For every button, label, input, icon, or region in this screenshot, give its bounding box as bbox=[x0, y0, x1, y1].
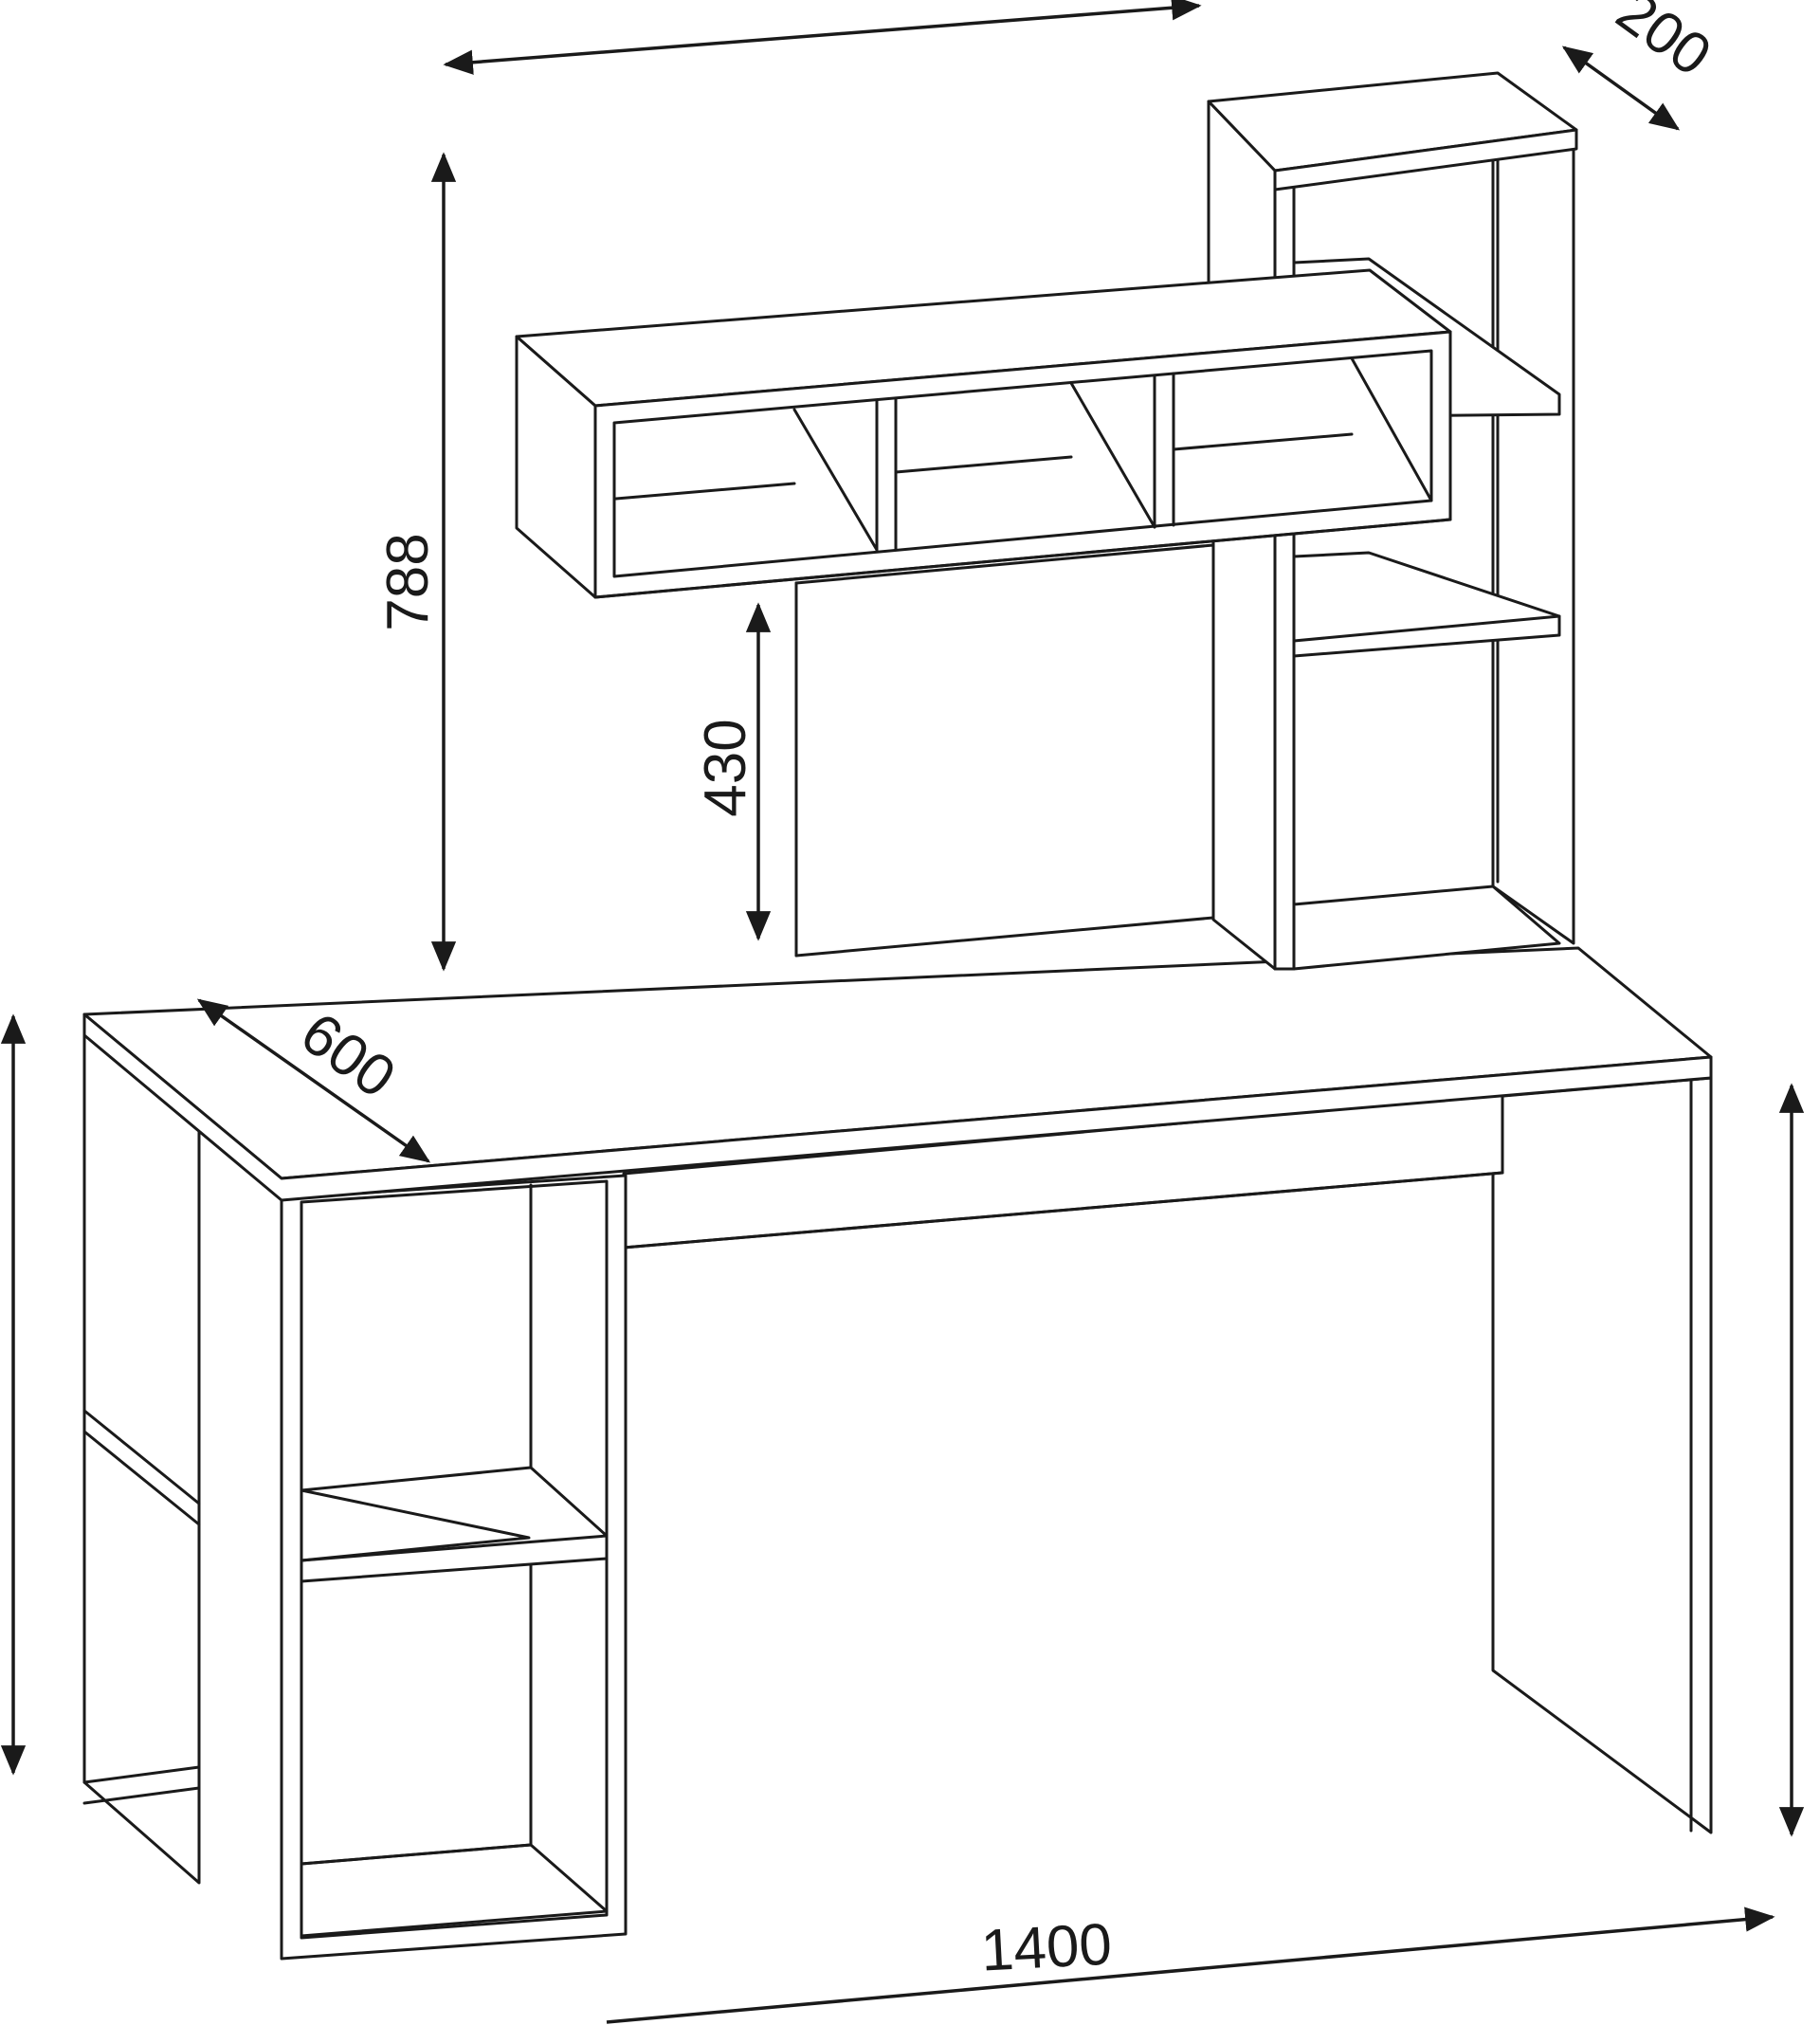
hutch-tower-shelf-2-front bbox=[1292, 614, 1561, 643]
desk-left-back-shelf-front bbox=[82, 1430, 201, 1526]
hutch-shelf-back-line-3-diag bbox=[1350, 356, 1433, 502]
hutch-back-board bbox=[794, 543, 1215, 958]
desk-top-edge bbox=[82, 1012, 1713, 1202]
desk-pedestal-bottom-shelf-back bbox=[300, 1843, 533, 1866]
hutch-shelf-back-line-1 bbox=[614, 482, 796, 501]
shelf-depth-label: 200 bbox=[1605, 0, 1722, 89]
desk-left-back-shelf bbox=[82, 1409, 201, 1505]
desk-modesty-panel-edge bbox=[622, 1171, 1504, 1250]
upper-height-label: 788 bbox=[375, 533, 441, 630]
desk bbox=[82, 946, 1713, 1961]
top-width-arrow bbox=[443, 0, 1202, 75]
desk-right-leg bbox=[1491, 1076, 1713, 1834]
desk-pedestal-middle-shelf-front bbox=[300, 1534, 609, 1562]
bottom-width-label: 1400 bbox=[979, 1911, 1113, 1983]
bottom-width-arrow bbox=[606, 1906, 1775, 2024]
hutch-tower-back-side bbox=[1491, 145, 1575, 945]
hutch-tower-bottom-shelf bbox=[1292, 885, 1561, 971]
hutch-support-panel bbox=[1211, 534, 1277, 971]
desk-left-back-bottom-front bbox=[82, 1786, 201, 1805]
desk-left-back-bottom bbox=[82, 1765, 201, 1784]
desk-depth-arrow bbox=[196, 998, 431, 1163]
hutch-shelf-back-line-3 bbox=[1172, 432, 1354, 451]
hutch-shelf-back-line-2-diag bbox=[1069, 381, 1156, 529]
hutch-shelf-back-line-1-diag bbox=[792, 408, 879, 552]
hutch-shelf-back-line-2 bbox=[894, 455, 1073, 474]
hutch bbox=[515, 71, 1578, 971]
desk-left-back-panel bbox=[82, 1012, 201, 1885]
hutch-shelf-bottom-edge bbox=[593, 518, 1452, 599]
gap-height-label: 430 bbox=[693, 719, 758, 816]
shelf-depth-arrow bbox=[1561, 46, 1681, 131]
